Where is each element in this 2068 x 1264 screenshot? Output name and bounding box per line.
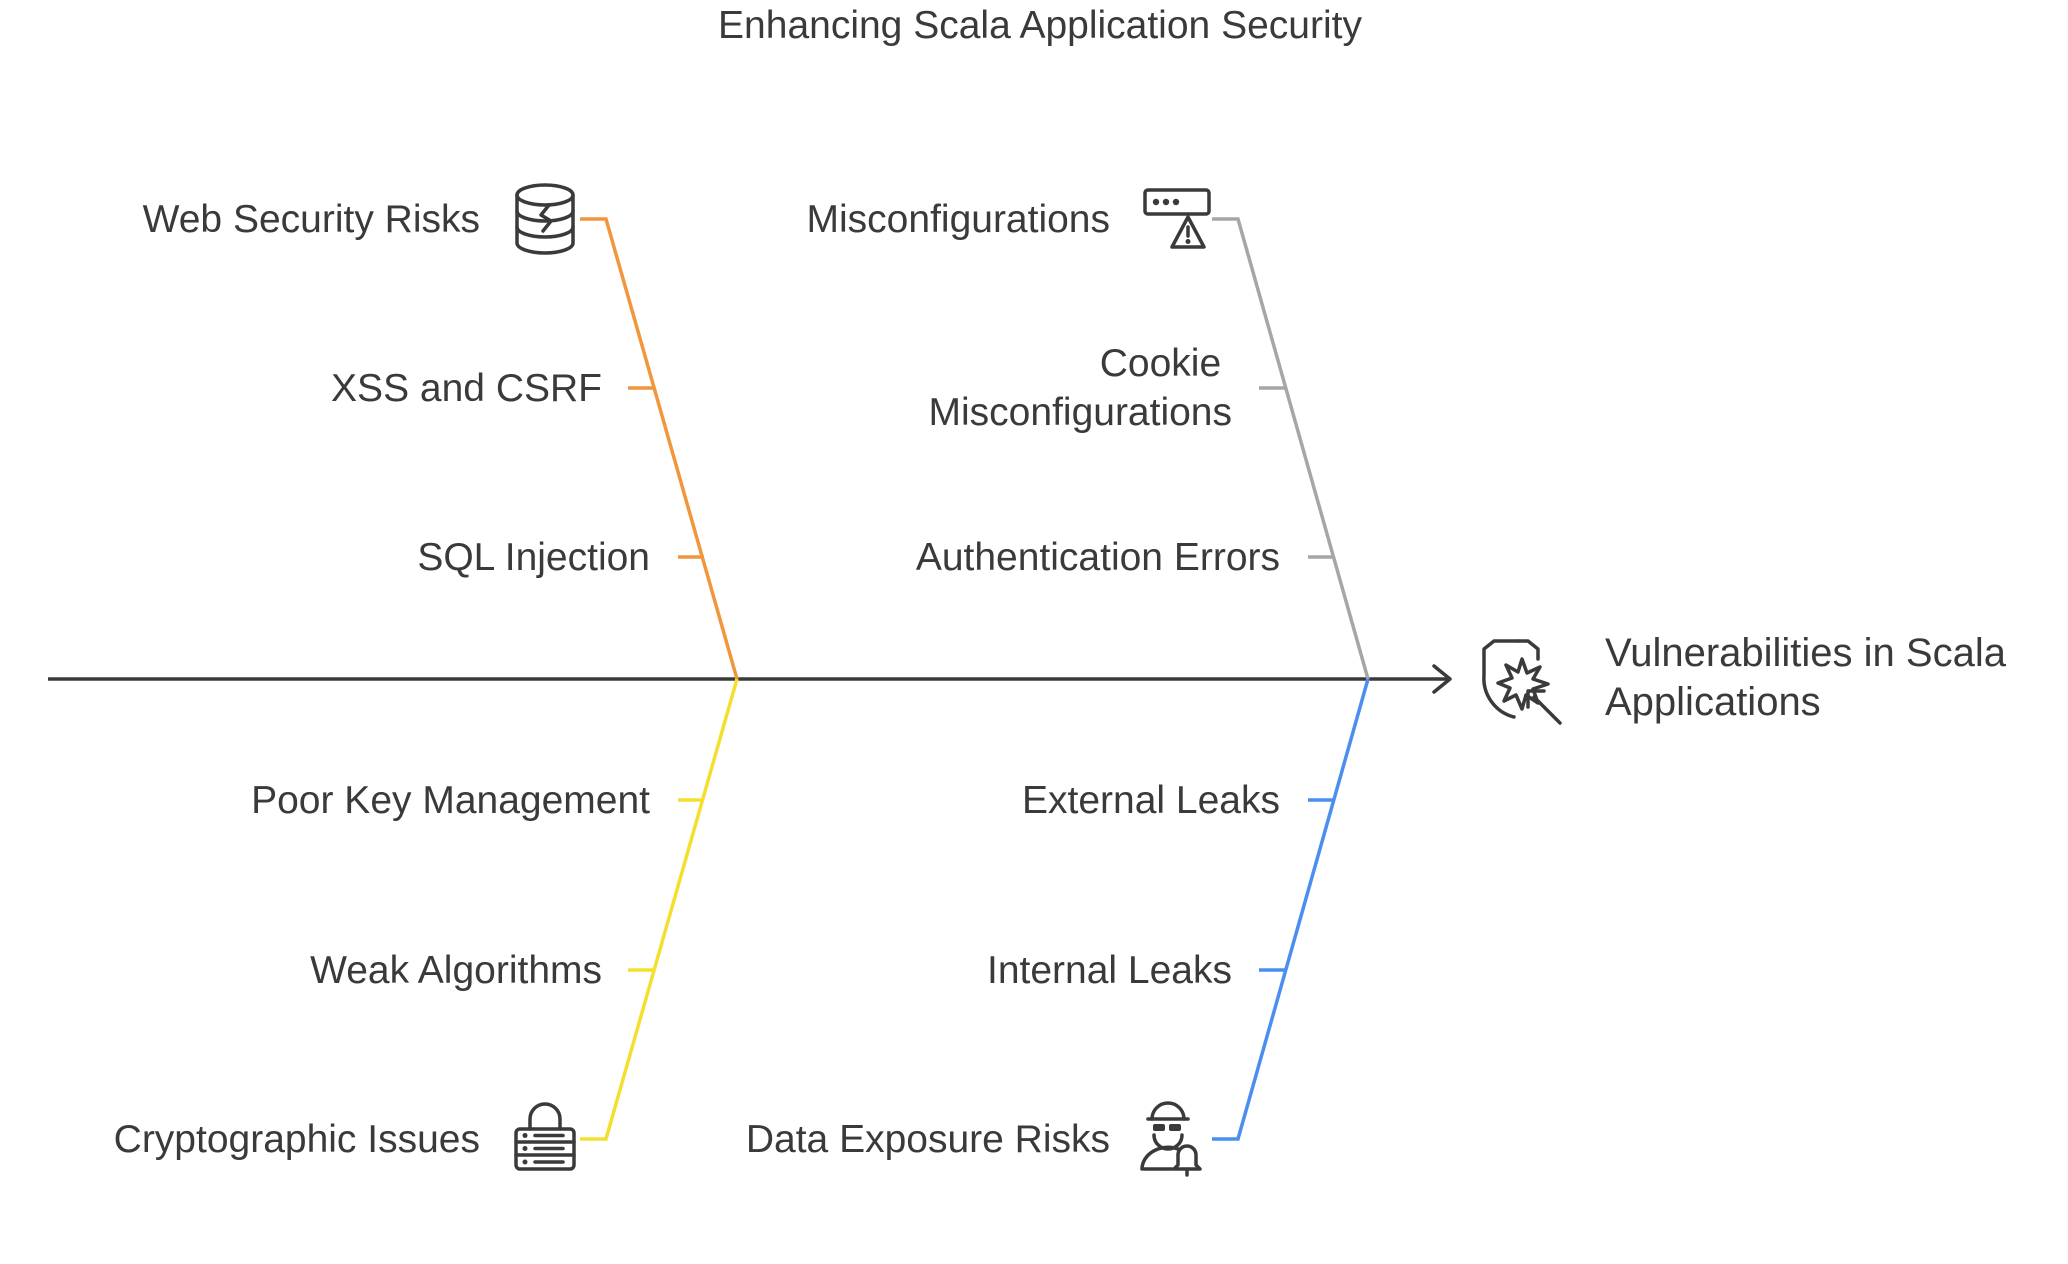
branch-misconfigurations: Misconfigurations Cookie Misconfiguratio… [807, 188, 1370, 680]
branch-data-exposure: Data Exposure Risks External Leaks Inter… [746, 678, 1370, 1177]
cause-cookie-misconfigurations: Cookie Misconfigurations [929, 342, 1232, 434]
bone-data-exposure [1212, 678, 1370, 1141]
database-icon [515, 183, 575, 255]
effect-label: Vulnerabilities in Scala Applications [1605, 631, 2017, 724]
server-warning-icon [1143, 188, 1211, 249]
effect-head: Vulnerabilities in Scala Applications [1482, 631, 2017, 725]
effect-label-line-1: Vulnerabilities in Scala [1605, 631, 2007, 675]
bone-cryptographic [580, 678, 739, 1141]
diagram-title: Enhancing Scala Application Security [718, 4, 1362, 47]
server-lock-icon [514, 1102, 576, 1171]
cause-authentication-errors: Authentication Errors [916, 536, 1280, 579]
cause-sql-injection: SQL Injection [417, 536, 650, 579]
spine-arrowhead [1432, 664, 1452, 694]
cause-external-leaks: External Leaks [1022, 779, 1280, 822]
spine [48, 664, 1452, 694]
cause-xss-csrf: XSS and CSRF [331, 367, 602, 410]
category-label-misconfigurations: Misconfigurations [807, 198, 1110, 241]
category-label-cryptographic: Cryptographic Issues [114, 1118, 480, 1161]
category-label-web-security: Web Security Risks [143, 198, 480, 241]
spy-bell-icon [1140, 1101, 1202, 1177]
cause-cookie-line-2: Misconfigurations [929, 391, 1232, 434]
cause-cookie-line-1: Cookie [1100, 342, 1221, 385]
effect-label-line-2: Applications [1605, 680, 1821, 724]
shield-burst-cursor-icon [1482, 639, 1562, 725]
bone-web-security [580, 217, 739, 680]
cause-internal-leaks: Internal Leaks [987, 949, 1232, 992]
branch-web-security: Web Security Risks XSS and CSRF SQL Inje… [143, 183, 739, 680]
branch-cryptographic: Cryptographic Issues Poor Key Management… [114, 678, 739, 1171]
bone-misconfigurations [1212, 217, 1370, 680]
cause-weak-algorithms: Weak Algorithms [310, 949, 602, 992]
cause-poor-key-management: Poor Key Management [251, 779, 650, 822]
category-label-data-exposure: Data Exposure Risks [746, 1118, 1110, 1161]
